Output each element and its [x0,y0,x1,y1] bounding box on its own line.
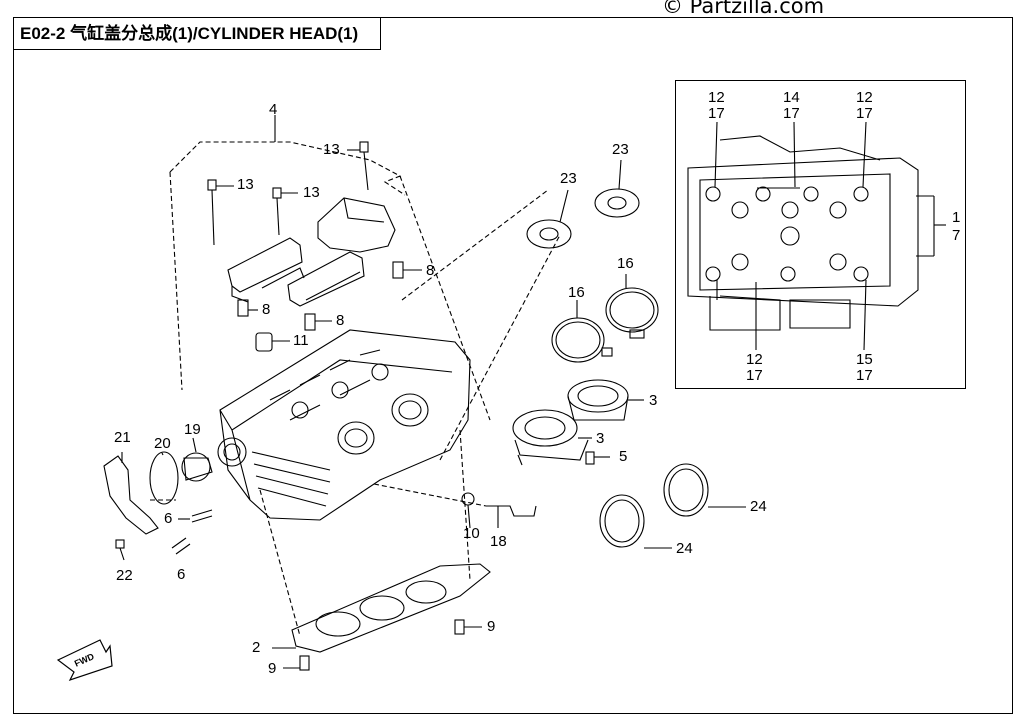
inset-label-bottom-4: 17 [856,367,873,384]
callout-6-a: 6 [164,510,173,527]
inset-label-top-5: 12 [856,89,873,106]
o-ring-20 [149,451,179,505]
inset-label-right-2: 7 [952,227,961,244]
water-outlet-21 [103,452,159,535]
callout-8-a: 8 [426,262,435,279]
cam-journals [269,349,389,421]
callout-23-b: 23 [612,141,629,158]
group-outline-4 [169,141,491,421]
callout-23-a: 23 [560,170,577,187]
dowel-9-a [454,619,482,635]
bolt-13-c [347,141,369,191]
clamp-16-a [551,300,613,363]
inset-label-top-1: 12 [708,89,725,106]
inset-label-top-2: 17 [708,105,725,122]
inset-head-outline [687,135,919,331]
head-gasket-2 [272,563,491,653]
callout-9-a: 9 [487,618,496,635]
o-ring-24-a [663,463,746,517]
callout-24-b: 24 [676,540,693,557]
gasket-23-a [526,189,572,249]
dowel-8-a [392,261,404,279]
callout-6-b: 6 [177,566,186,583]
inset-bolt-pattern [705,186,869,282]
inset-leader-lines [714,121,946,351]
fwd-arrow-icon [56,639,113,682]
callout-20: 20 [154,435,171,452]
cam-cap-front [227,237,305,303]
stud-6-a [178,509,213,523]
seal-11 [255,332,273,352]
callout-16-b: 16 [617,255,634,272]
inset-label-bottom-1: 12 [746,351,763,368]
callout-8-c: 8 [336,312,345,329]
callout-16-a: 16 [568,284,585,301]
watermark: © Partzilla.com [662,0,825,18]
gasket-23-b [594,159,640,218]
thermostat-19 [181,437,213,482]
callout-3-b: 3 [596,430,605,447]
diagram-frame [13,17,1013,714]
inset-label-top-3: 14 [783,89,800,106]
bolt-22 [115,539,125,561]
diagram-title: E02-2 气缸盖分总成(1)/CYLINDER HEAD(1) [13,17,381,50]
inset-label-top-6: 17 [856,105,873,122]
bolt-5 [585,451,610,465]
callout-24-a: 24 [750,498,767,515]
dowel-9-b [283,655,310,671]
callout-19: 19 [184,421,201,438]
dowel-8-b [237,299,249,317]
cam-bracket [317,197,396,253]
intake-boot-3-upper [567,379,644,421]
inset-label-right-1: 1 [952,209,961,226]
intake-boot-3-lower [512,409,592,466]
bolt-13-b [272,187,298,236]
dowel-8-c [304,313,316,331]
intake-ports [217,393,429,467]
callout-21: 21 [114,429,131,446]
temp-sensor-18 [486,505,537,528]
callout-3-a: 3 [649,392,658,409]
o-ring-24-b [599,494,672,549]
callout-4: 4 [269,101,278,118]
clamp-16-b [605,274,659,339]
callout-11: 11 [293,332,309,349]
cam-cap-rear [287,251,365,307]
callout-18: 18 [490,533,507,550]
cylinder-head-fins [251,451,331,507]
callout-8-b: 8 [262,301,271,318]
inset-label-bottom-3: 15 [856,351,873,368]
callout-13-b: 13 [303,184,320,201]
washer-10 [461,492,475,529]
inset-label-top-4: 17 [783,105,800,122]
callout-10: 10 [463,525,480,542]
inset-label-bottom-2: 17 [746,367,763,384]
callout-13-c: 13 [323,141,340,158]
callout-13-a: 13 [237,176,254,193]
cylinder-head [219,329,471,521]
callout-22: 22 [116,567,133,584]
stud-6-b [171,537,191,555]
callout-9-b: 9 [268,660,277,677]
head-top-view-inset [675,80,966,389]
bolt-13-a [207,179,234,246]
callout-2: 2 [252,639,261,656]
callout-5: 5 [619,448,628,465]
